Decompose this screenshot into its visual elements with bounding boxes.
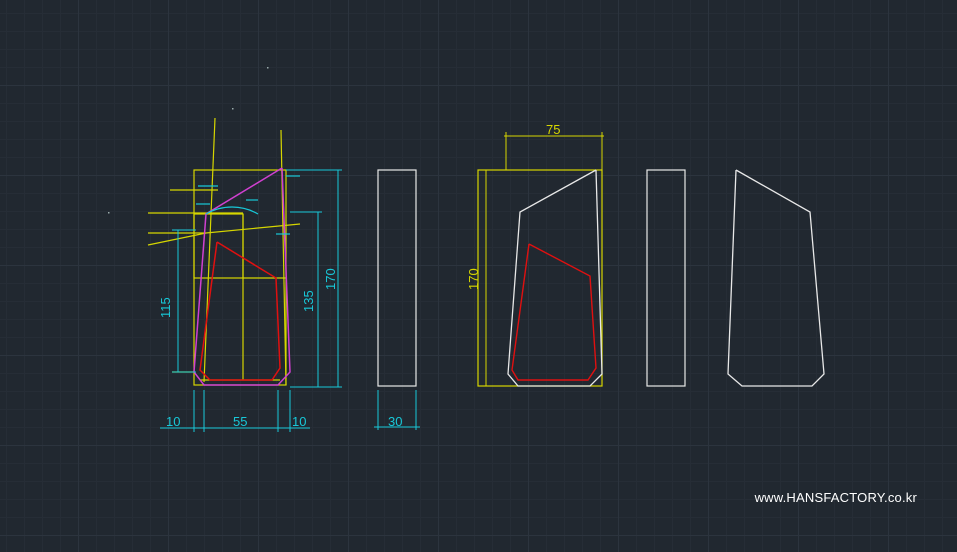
point bbox=[267, 67, 269, 69]
inner-profile bbox=[199, 241, 281, 381]
view-side: 30 bbox=[374, 169, 420, 430]
construction-line bbox=[203, 117, 216, 383]
watermark-text: www.HANSFACTORY.co.kr bbox=[754, 490, 917, 505]
dimensions-view1 bbox=[160, 169, 342, 432]
dim-text-right: 10 bbox=[292, 414, 306, 429]
point bbox=[232, 108, 234, 110]
side-outline bbox=[377, 169, 417, 387]
construction-line bbox=[147, 232, 207, 246]
side-outline-2 bbox=[646, 169, 686, 387]
point bbox=[108, 212, 110, 214]
front-outline bbox=[507, 169, 603, 387]
dim-text-30: 30 bbox=[388, 414, 402, 429]
stray-points bbox=[108, 67, 269, 214]
angle-arc bbox=[205, 206, 259, 215]
view-front: 75 170 bbox=[466, 122, 604, 387]
angle-markers bbox=[196, 175, 300, 235]
dim-text-170-front: 170 bbox=[466, 268, 481, 290]
view-construction: 10 55 10 115 135 170 bbox=[147, 117, 342, 432]
front-frame bbox=[477, 169, 603, 387]
construction-lines bbox=[147, 117, 301, 386]
dim-text-170: 170 bbox=[323, 268, 338, 290]
dim-text-left: 10 bbox=[166, 414, 180, 429]
front-outline-2 bbox=[727, 169, 825, 387]
dim-text-75: 75 bbox=[546, 122, 560, 137]
dim-text-135: 135 bbox=[301, 290, 316, 312]
dim-text-middle: 55 bbox=[233, 414, 247, 429]
front-inner-profile bbox=[511, 243, 597, 381]
dim-text-115: 115 bbox=[158, 297, 173, 318]
